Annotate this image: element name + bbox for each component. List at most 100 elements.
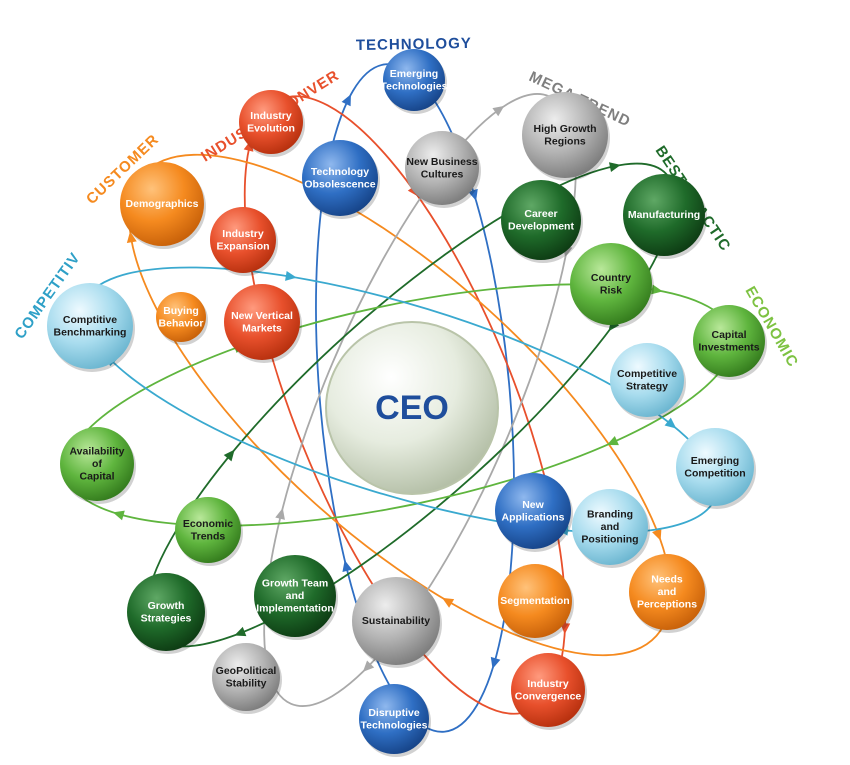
orbit-bestpractices-arrow-0 — [234, 626, 247, 637]
manufacturing-label: Manufacturing — [628, 209, 700, 221]
competitive-strategy-circle — [610, 343, 684, 417]
high-growth-regions-circle — [522, 92, 608, 178]
disruptive-technologies-circle — [359, 684, 429, 754]
demographics-label: Demographics — [126, 198, 199, 210]
ceo-circle — [325, 321, 499, 495]
industry-evolution-circle — [239, 90, 303, 154]
emerging-technologies-circle — [383, 49, 445, 111]
orbit-technology-arrow-3 — [468, 188, 478, 201]
orbit-economic-arrow-0 — [606, 435, 619, 446]
capital-investments-circle — [693, 305, 765, 377]
node-segmentation: Segmentation — [498, 564, 574, 641]
orbit-bestpractices-arrow-1 — [223, 449, 235, 462]
career-development-circle — [501, 180, 581, 260]
demographics-circle — [120, 162, 204, 246]
segmentation-circle — [498, 564, 572, 638]
orbit-customer-arrow-1 — [442, 597, 455, 608]
new-vertical-markets-circle — [224, 284, 300, 360]
comptitive-benchmarking-circle — [47, 283, 133, 369]
buying-behavior-circle — [156, 292, 206, 342]
orbit-megatrends-arrow-2 — [492, 105, 505, 117]
orbit-competitive-arrow-2 — [285, 270, 297, 281]
orbit-technology — [315, 63, 515, 733]
availability-of-capital-circle — [60, 427, 134, 501]
orbit-technology-arrow-0 — [490, 656, 501, 669]
segmentation-label: Segmentation — [500, 595, 569, 607]
orbit-megatrends-arrow-1 — [275, 507, 285, 520]
orbit-customer-arrow-2 — [126, 231, 137, 244]
growth-strategies-circle — [127, 573, 205, 651]
manufacturing-circle — [623, 174, 705, 256]
growth-team-and-implementation-circle — [254, 555, 336, 637]
orbit-economic-arrow-1 — [112, 510, 125, 521]
needs-and-perceptions-circle — [629, 554, 705, 630]
orbit-industry-arrow-0 — [560, 623, 571, 635]
node-sustainability: Sustainability — [352, 577, 442, 668]
orbit-megatrends-arrow-0 — [362, 660, 375, 672]
country-risk-circle — [570, 243, 652, 325]
branding-and-positioning-circle — [572, 489, 648, 565]
orbit-technology-arrow-2 — [341, 94, 351, 107]
category-technology: TECHNOLOGY — [356, 35, 472, 54]
orbit-customer-arrow-0 — [652, 528, 662, 541]
orbit-economic-arrow-3 — [651, 284, 663, 295]
node-demographics: Demographics — [120, 162, 206, 249]
industry-convergence-circle — [511, 653, 585, 727]
new-applications-circle — [495, 473, 571, 549]
node-manufacturing: Manufacturing — [623, 174, 707, 259]
new-business-cultures-circle — [405, 131, 479, 205]
orbit-competitive-arrow-3 — [664, 417, 677, 429]
sustainability-label: Sustainability — [362, 615, 430, 627]
ceo-center: CEO — [325, 321, 499, 495]
